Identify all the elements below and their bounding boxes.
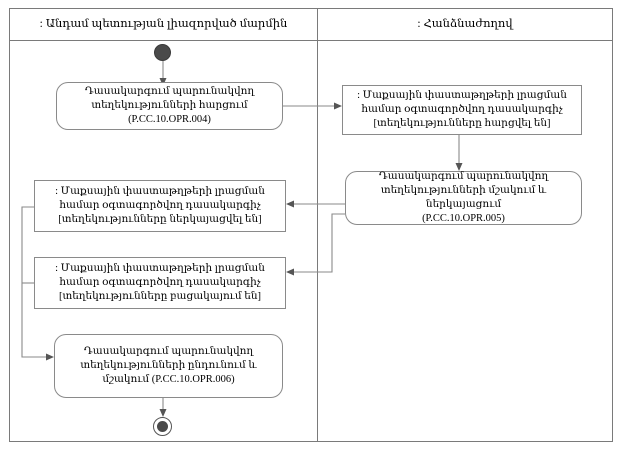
swimlane-header-commission: : Հանձնաժողով — [417, 18, 513, 30]
action-process-line-2: տեղեկությունների մշակում և ներկայացում — [380, 185, 547, 210]
object-requested-line-1: : Մաքսային փաստաթղթերի լրացման — [357, 90, 567, 102]
swimlane-header-rule — [9, 40, 613, 41]
action-process-line-1: Դասակարգում պարունակվող — [378, 171, 549, 183]
action-receive-line-3: մշակում (P.CC.10.OPR.006) — [102, 373, 235, 385]
action-receive-line-1: Դասակարգում պարունակվող — [83, 346, 254, 358]
action-request-classification-info[interactable]: Դասակարգում պարունակվող տեղեկությունների… — [56, 82, 283, 130]
object-requested-line-2: համար օգտագործվող դասակարգիչ — [361, 104, 563, 116]
action-process-line-3: (P.CC.10.OPR.005) — [422, 212, 505, 224]
action-request-line-2: տեղեկությունների հարցում — [91, 100, 248, 112]
swimlane-header-member-state: : Անդամ պետության լիազորված մարմին — [39, 18, 288, 30]
action-receive-and-process-info[interactable]: Դասակարգում պարունակվող տեղեկությունների… — [54, 334, 283, 398]
object-absent-line-2: համար օգտագործվող դասակարգիչ — [59, 277, 261, 289]
object-presented-line-1: : Մաքսային փաստաթղթերի լրացման — [55, 186, 265, 198]
object-classifier-requested[interactable]: : Մաքսային փաստաթղթերի լրացման համար օգտ… — [342, 85, 582, 135]
object-classifier-presented[interactable]: : Մաքսային փաստաթղթերի լրացման համար օգտ… — [34, 180, 286, 232]
object-absent-line-1: : Մաքսային փաստաթղթերի լրացման — [55, 263, 265, 275]
object-presented-line-2: համար օգտագործվող դասակարգիչ — [59, 200, 261, 212]
action-request-line-3: (P.CC.10.OPR.004) — [128, 113, 211, 125]
action-receive-line-2: տեղեկությունների ընդունում և — [80, 360, 257, 372]
initial-node — [154, 44, 171, 61]
action-request-line-1: Դասակարգում պարունակվող — [84, 86, 255, 98]
object-absent-line-3: [տեղեկությունները բացակայում են] — [58, 290, 262, 302]
swimlane-divider — [317, 8, 318, 442]
object-presented-line-3: [տեղեկությունները ներկայացվել են] — [58, 213, 262, 225]
object-classifier-absent[interactable]: : Մաքսային փաստաթղթերի լրացման համար օգտ… — [34, 257, 286, 309]
action-process-and-present-info[interactable]: Դասակարգում պարունակվող տեղեկությունների… — [345, 171, 582, 225]
final-node — [153, 417, 172, 436]
object-requested-line-3: [տեղեկությունները հարցվել են] — [373, 117, 551, 129]
